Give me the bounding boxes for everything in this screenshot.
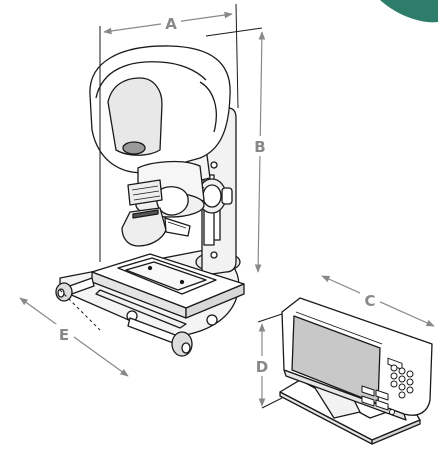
- dimension-b-label: B: [254, 138, 265, 156]
- head-window: [122, 141, 146, 155]
- focus-knob: [197, 178, 233, 214]
- corner-accent: [380, 0, 438, 23]
- xy-stage: [91, 253, 245, 329]
- dimension-a-label: A: [165, 15, 177, 33]
- control-tablet: [279, 297, 433, 445]
- dimension-d-label: D: [256, 358, 268, 376]
- dimension-c-label: C: [364, 292, 375, 310]
- tablet-keypad: [361, 357, 414, 415]
- stage-handle-front: [127, 317, 193, 357]
- stage-handle-left: [55, 277, 95, 302]
- dimension-e-label: E: [59, 326, 69, 344]
- microscope: [55, 45, 245, 357]
